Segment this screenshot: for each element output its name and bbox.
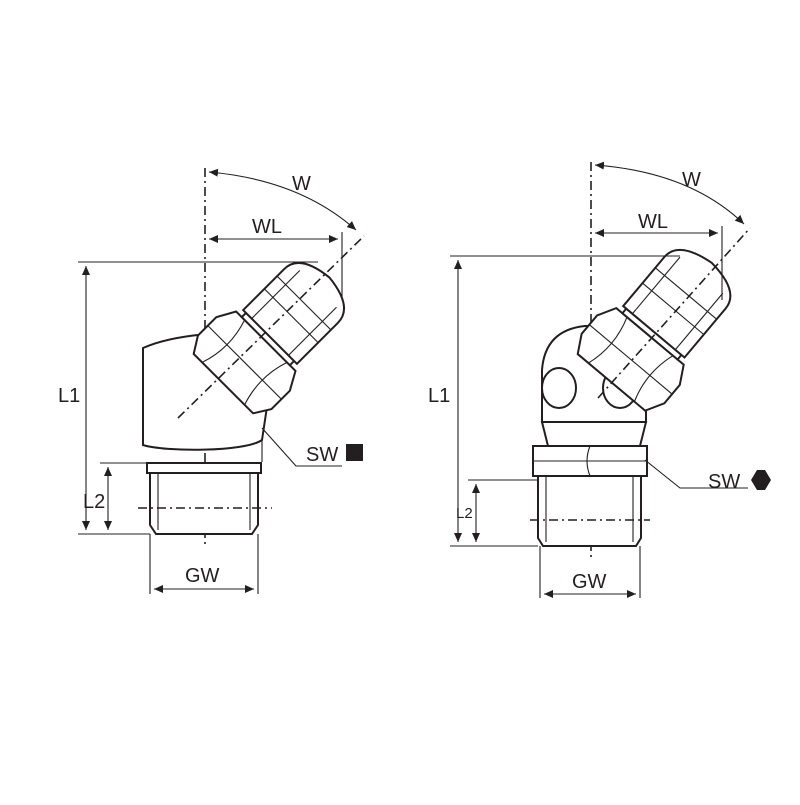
- left-sw-leader: [261, 427, 342, 467]
- left-wl-label: WL: [252, 216, 282, 238]
- left-thread: [149, 472, 259, 535]
- left-gw-label: GW: [185, 565, 220, 587]
- right-sw-leader: [644, 459, 748, 489]
- right-wl-label: WL: [638, 211, 668, 233]
- left-fitting: L1 L2 GW WL W SW: [58, 168, 365, 594]
- right-w-arc: [594, 161, 745, 225]
- right-w-label: W: [682, 169, 701, 191]
- right-thread: [537, 475, 642, 547]
- right-fitting: L1 L2 GW WL W SW: [428, 161, 771, 598]
- right-body-hole-a: [541, 367, 577, 409]
- left-nipple-head: [192, 261, 346, 415]
- left-sw-label: SW: [306, 444, 338, 466]
- left-l2-label: L2: [83, 491, 105, 513]
- square-wrench-icon: [346, 444, 363, 461]
- right-sw-label: SW: [708, 471, 740, 493]
- right-nipple-head: [576, 248, 732, 412]
- right-gw-label: GW: [572, 571, 607, 593]
- hexagon-wrench-icon: [751, 470, 771, 490]
- left-head-axis: [177, 235, 365, 419]
- right-l1-label: L1: [428, 385, 450, 407]
- right-head-axis: [597, 227, 751, 399]
- right-hex-face: [586, 445, 591, 477]
- right-neck: [540, 421, 648, 447]
- left-w-arc: [208, 168, 357, 231]
- left-w-label: W: [292, 173, 311, 195]
- left-thread-collar: [146, 462, 262, 474]
- left-l1-label: L1: [58, 385, 80, 407]
- right-l2-label: L2: [456, 505, 473, 522]
